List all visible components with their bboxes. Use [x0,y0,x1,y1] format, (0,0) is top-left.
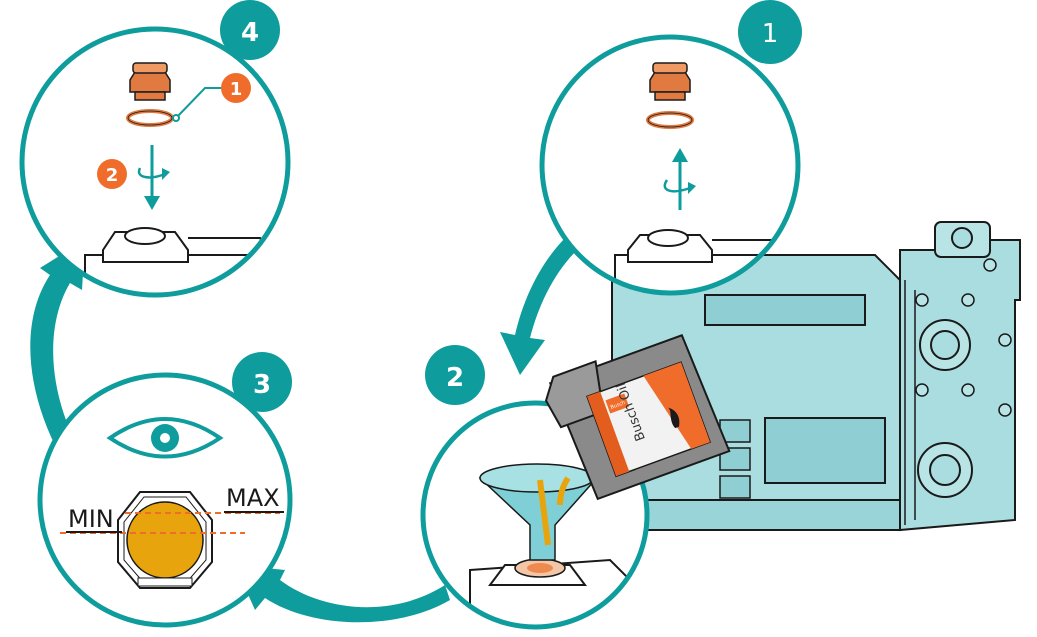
step-2-panel: Busch Busch Oil 2 [420,334,731,630]
tighten-arrow-icon [137,145,170,210]
step-3-panel: MIN MAX 3 [37,352,293,628]
step-1-badge: 1 [762,19,779,49]
oil-bottle-icon: Busch Busch Oil [544,334,731,501]
unscrew-arrow-icon [663,148,696,210]
step-2-badge: 2 [446,363,464,393]
arrow-step3-to-step4 [30,240,85,455]
callout-1: 1 [230,79,243,100]
step-4-badge: 4 [241,18,259,48]
step-1-panel: 1 [539,0,802,296]
step-3-badge: 3 [253,370,271,400]
callout-2: 2 [106,165,119,186]
eye-icon [106,417,224,459]
oil-plug-icon [649,62,691,101]
bottle-brand: Busch [610,400,626,411]
max-label: MAX [226,484,280,512]
min-label: MIN [68,505,114,533]
oil-plug-icon [129,62,171,101]
sight-glass-icon [117,491,213,589]
arrow-step2-to-step3 [235,565,450,623]
step-4-panel: 1 2 4 [19,0,291,298]
funnel-icon [478,463,597,561]
